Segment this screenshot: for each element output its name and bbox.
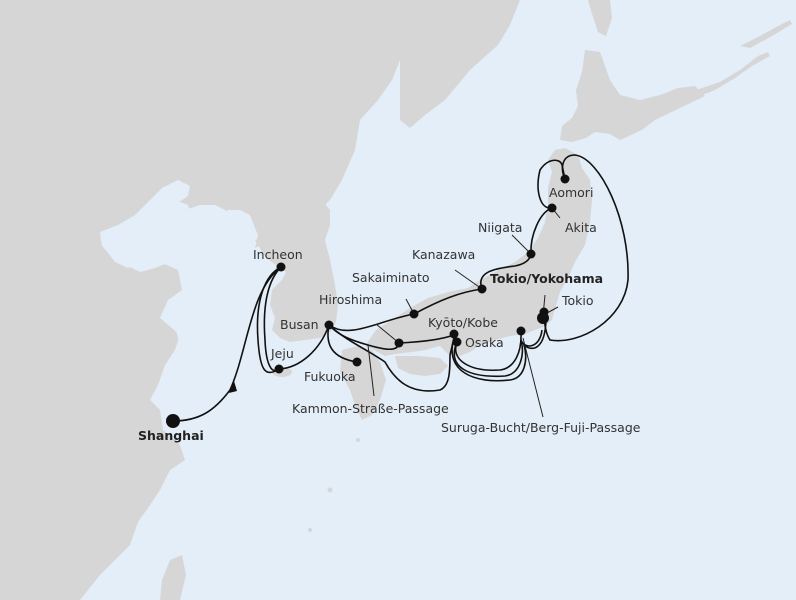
- port-label-tokio: Tokio: [561, 293, 594, 308]
- tokio-leader-line: [546, 306, 559, 314]
- port-marker-akita[interactable]: [547, 203, 557, 213]
- port-label-osaka: Osaka: [465, 335, 504, 350]
- port-marker-fukuoka[interactable]: [352, 357, 362, 367]
- land-kyushu: [340, 346, 386, 420]
- kanazawa-leader-line: [454, 269, 483, 290]
- port-label-fukuoka: Fukuoka: [304, 369, 356, 384]
- port-marker-kanazawa[interactable]: [477, 284, 487, 294]
- port-label-busan: Busan: [280, 317, 319, 332]
- port-label-kanazawa: Kanazawa: [412, 247, 475, 262]
- port-label-hiroshima: Hiroshima: [319, 292, 382, 307]
- port-label-shanghai: Shanghai: [138, 428, 204, 443]
- land-honshu: [365, 148, 592, 356]
- port-label-incheon: Incheon: [253, 247, 303, 262]
- port-label-niigata: Niigata: [478, 220, 522, 235]
- port-label-aomori: Aomori: [549, 185, 593, 200]
- land-sakhalin: [400, 0, 520, 128]
- port-marker-aomori[interactable]: [560, 174, 570, 184]
- passage-label-suruga: Suruga-Bucht/Berg-Fuji-Passage: [441, 420, 641, 435]
- land-ryukyu: [308, 528, 312, 532]
- land-taiwan: [160, 555, 186, 600]
- land-hokkaido: [560, 50, 705, 142]
- land-ryukyu: [356, 438, 360, 442]
- port-marker-shanghai[interactable]: [166, 414, 180, 428]
- yellow-sea: [170, 260, 380, 470]
- port-marker-niigata[interactable]: [526, 249, 536, 259]
- land-kurils-north: [740, 20, 792, 48]
- suruga-leader-line: [522, 337, 544, 418]
- port-label-akita: Akita: [565, 220, 597, 235]
- cruise-route: [172, 154, 629, 422]
- passage-label-kammon: Kammon-Straße-Passage: [292, 401, 449, 416]
- land-northeast-china: [135, 0, 420, 280]
- route-direction-arrow: [229, 381, 237, 393]
- land-kurils: [660, 52, 770, 112]
- port-marker-busan[interactable]: [324, 320, 334, 330]
- port-marker-kyoto-kobe[interactable]: [449, 329, 459, 339]
- port-marker-osaka[interactable]: [452, 337, 462, 347]
- hiroshima-leader-line: [375, 323, 400, 344]
- port-label-tokio-yokohama: Tokio/Yokohama: [490, 271, 603, 286]
- port-label-kyoto-kobe: Kyōto/Kobe: [428, 315, 498, 330]
- kammon-leader-line: [367, 344, 375, 397]
- port-marker-shimizu[interactable]: [516, 326, 526, 336]
- port-marker-tokio-yokohama[interactable]: [537, 312, 549, 324]
- bohai-sea: [100, 180, 250, 272]
- land-sakhalin-east: [588, 0, 612, 36]
- land-korea: [255, 200, 338, 342]
- land-ryukyu: [327, 487, 333, 493]
- port-marker-jeju[interactable]: [274, 364, 284, 374]
- port-label-jeju: Jeju: [270, 346, 294, 361]
- port-marker-incheon[interactable]: [276, 262, 286, 272]
- land-mainland-west: [0, 0, 185, 600]
- land-shikoku: [395, 356, 448, 376]
- port-label-sakaiminato: Sakaiminato: [352, 270, 430, 285]
- port-marker-sakaiminato[interactable]: [409, 309, 419, 319]
- port-marker-hiroshima[interactable]: [394, 338, 404, 348]
